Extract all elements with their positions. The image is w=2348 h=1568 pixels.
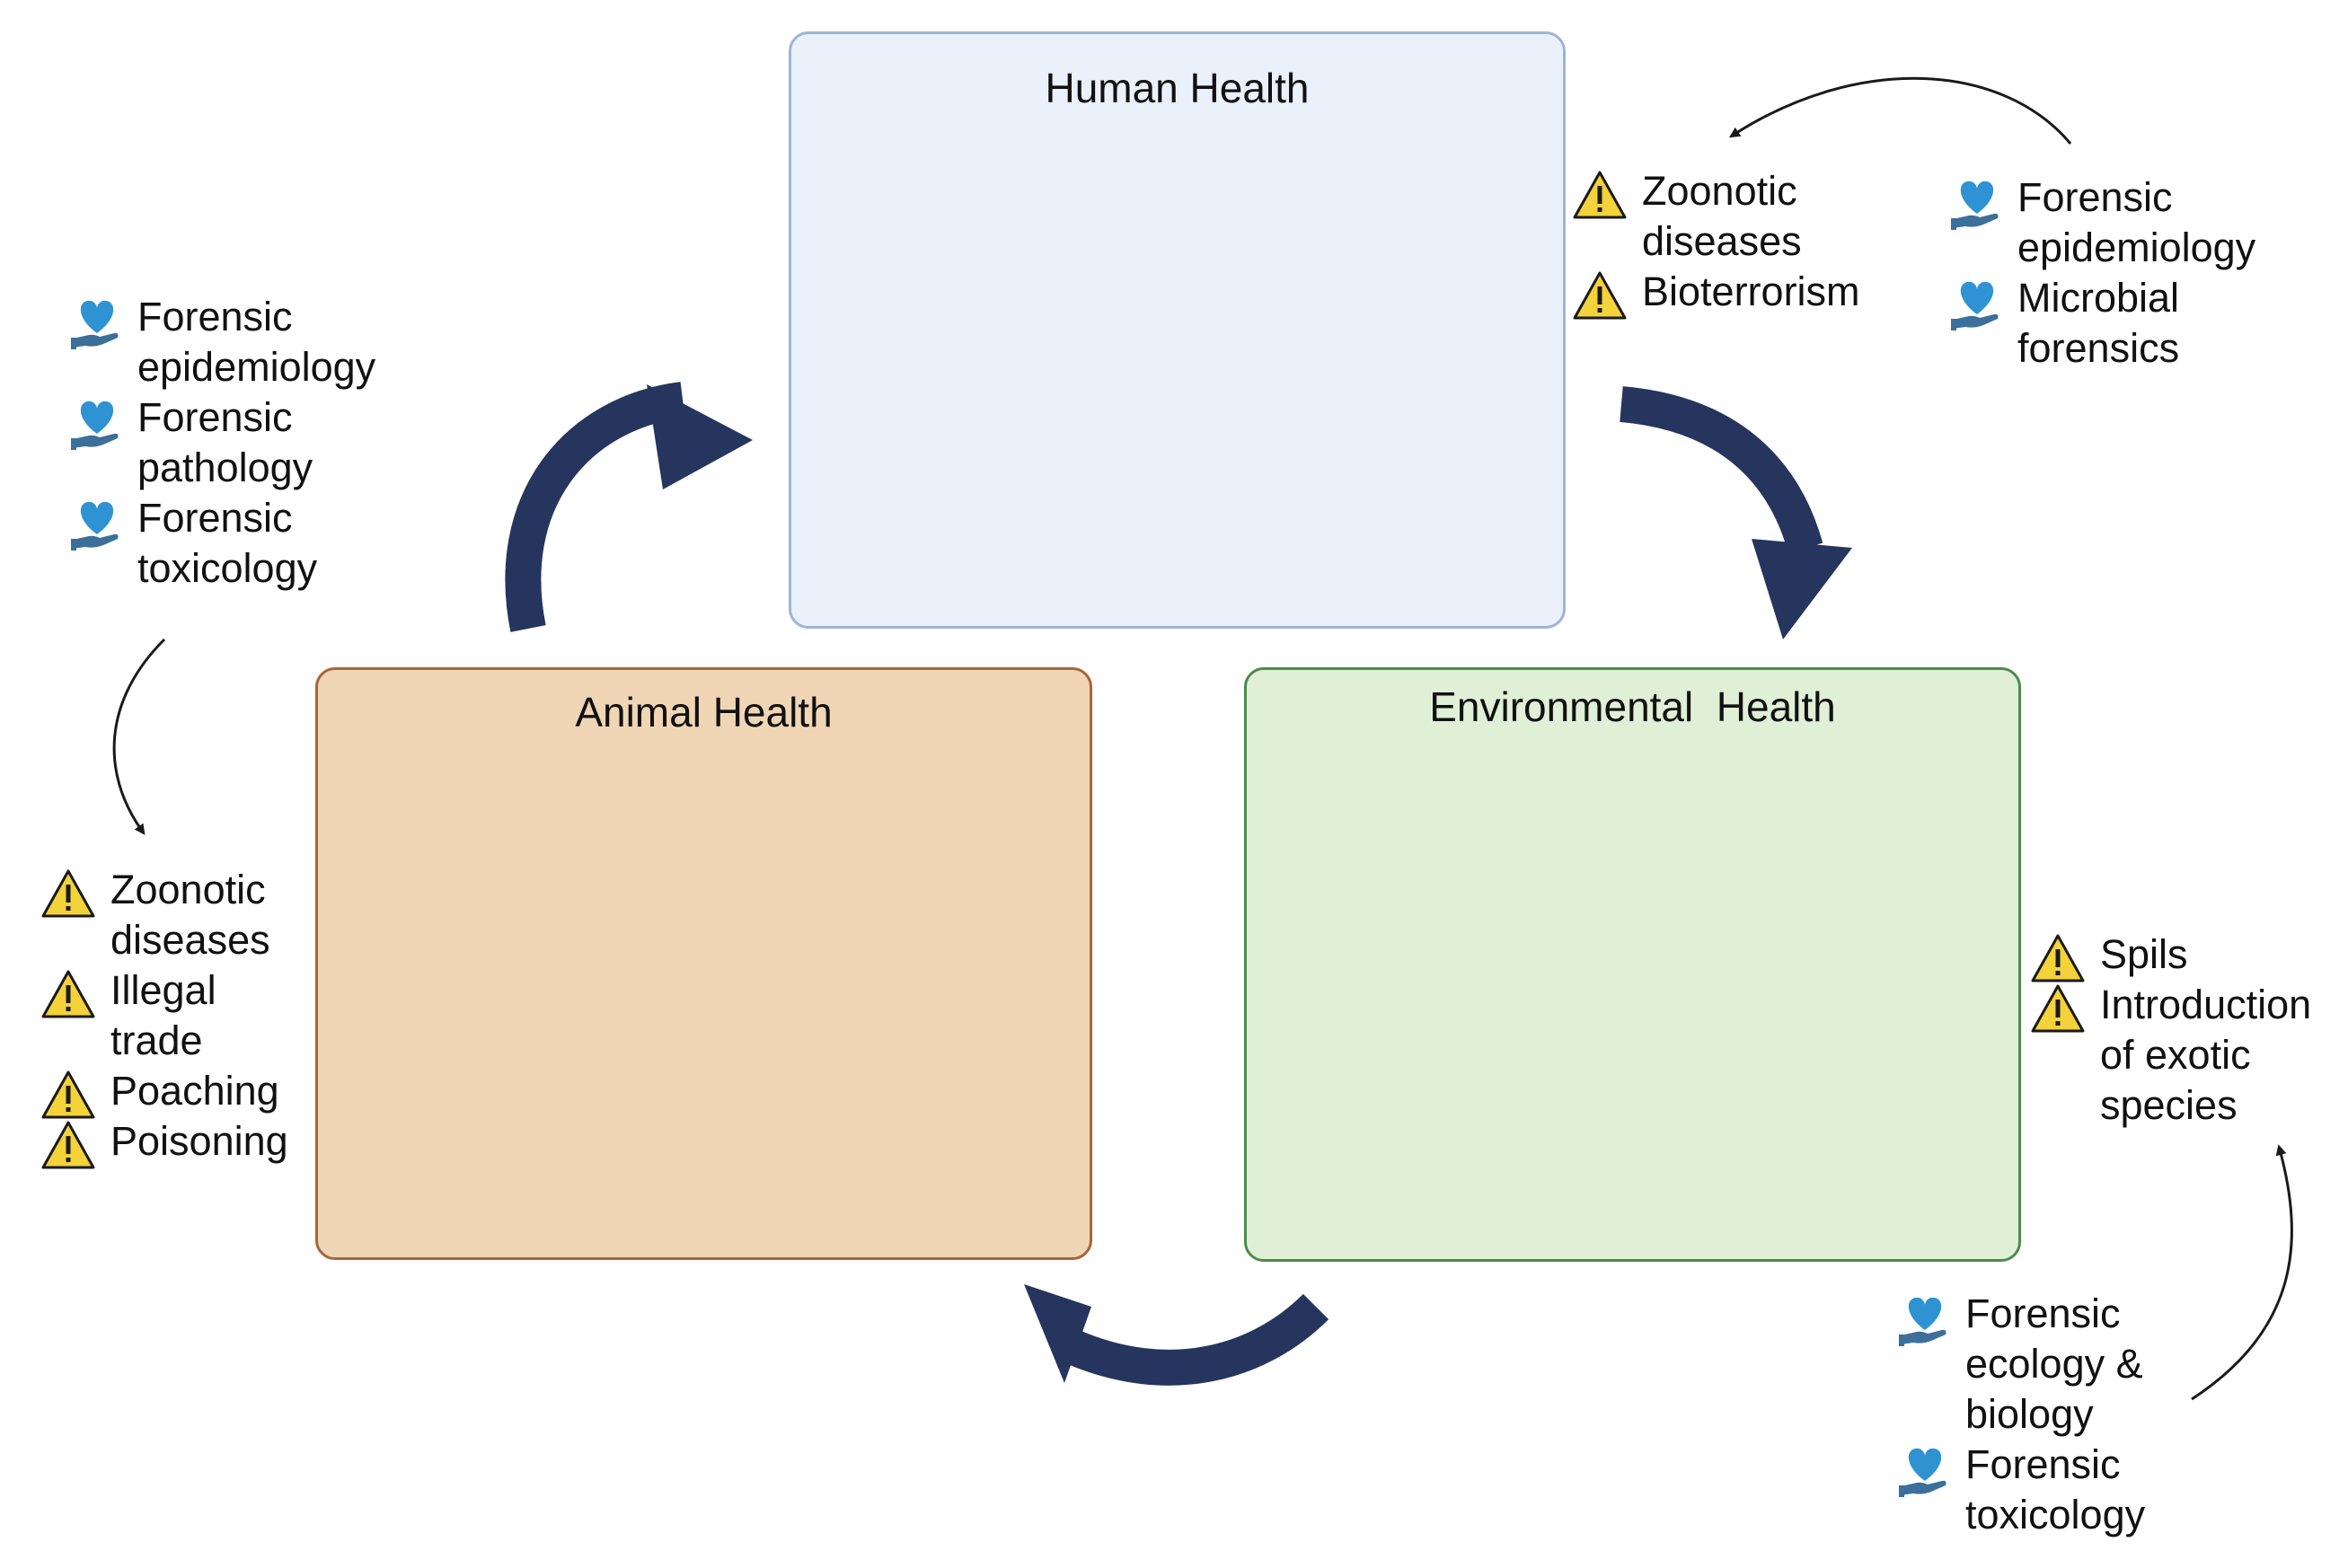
list-item: Forensic pathology bbox=[67, 392, 375, 493]
list-item: Bioterrorism bbox=[1572, 267, 1860, 317]
heart-in-hand-icon bbox=[1895, 1441, 1955, 1501]
list-item: Forensic epidemiology bbox=[67, 292, 375, 392]
list-item: Zoonotic diseases bbox=[40, 865, 288, 965]
environmental-threats-list: Spils Introduction of exotic species bbox=[2030, 929, 2311, 1131]
warning-triangle-icon bbox=[40, 969, 96, 1019]
list-item: Introduction of exotic species bbox=[2030, 980, 2311, 1131]
heart-in-hand-icon bbox=[1895, 1291, 1955, 1350]
human-forensics-list: Forensic epidemiology Microbial forensic… bbox=[1947, 172, 2255, 374]
warning-triangle-icon bbox=[40, 868, 96, 919]
warning-triangle-icon bbox=[1572, 270, 1628, 321]
list-item: Microbial forensics bbox=[1947, 273, 2255, 374]
heart-in-hand-icon bbox=[67, 495, 127, 554]
list-item: Forensic toxicology bbox=[67, 493, 375, 594]
list-item: Zoonotic diseases bbox=[1572, 166, 1860, 267]
cycle-arrow-animal-to-human bbox=[505, 382, 753, 632]
environmental-forensics-list: Forensic ecology & biology Forensic toxi… bbox=[1895, 1289, 2145, 1540]
list-item: Forensic ecology & biology bbox=[1895, 1289, 2145, 1440]
warning-triangle-icon bbox=[40, 1070, 96, 1120]
list-item: Forensic epidemiology bbox=[1947, 172, 2255, 273]
cycle-arrow-environment-to-animal bbox=[1024, 1284, 1329, 1386]
environmental-health-title: Environmental Health bbox=[1429, 683, 1836, 730]
heart-in-hand-icon bbox=[67, 294, 127, 353]
cycle-arrow-human-to-environment bbox=[1620, 386, 1852, 639]
animal-forensics-list: Forensic epidemiology Forensic pathology… bbox=[67, 292, 375, 594]
warning-triangle-icon bbox=[2030, 983, 2086, 1034]
human-health-title: Human Health bbox=[1045, 65, 1310, 111]
warning-triangle-icon bbox=[40, 1120, 96, 1170]
list-item: Poaching bbox=[40, 1066, 288, 1116]
animal-health-panel: Animal Health bbox=[315, 667, 1092, 1260]
warning-triangle-icon bbox=[2030, 933, 2086, 983]
list-item: Spils bbox=[2030, 929, 2311, 980]
animal-health-title: Animal Health bbox=[575, 689, 833, 736]
pointer-arrow-forensics-to-human bbox=[1728, 76, 2072, 145]
heart-in-hand-icon bbox=[1947, 174, 2007, 233]
warning-triangle-icon bbox=[1572, 170, 1628, 220]
pointer-arrow-forensics-to-animal-threats bbox=[112, 638, 166, 835]
human-threats-list: Zoonotic diseases Bioterrorism bbox=[1572, 166, 1860, 317]
environmental-health-panel: Environmental Health bbox=[1244, 667, 2021, 1262]
human-health-panel: Human Health bbox=[789, 31, 1566, 629]
animal-threats-list: Zoonotic diseases Illegal trade Poaching… bbox=[40, 865, 288, 1167]
heart-in-hand-icon bbox=[67, 394, 127, 454]
list-item: Forensic toxicology bbox=[1895, 1440, 2145, 1540]
list-item: Poisoning bbox=[40, 1116, 288, 1167]
heart-in-hand-icon bbox=[1947, 275, 2007, 334]
list-item: Illegal trade bbox=[40, 965, 288, 1066]
pointer-arrow-forensics-to-env-threats bbox=[2191, 1144, 2293, 1401]
